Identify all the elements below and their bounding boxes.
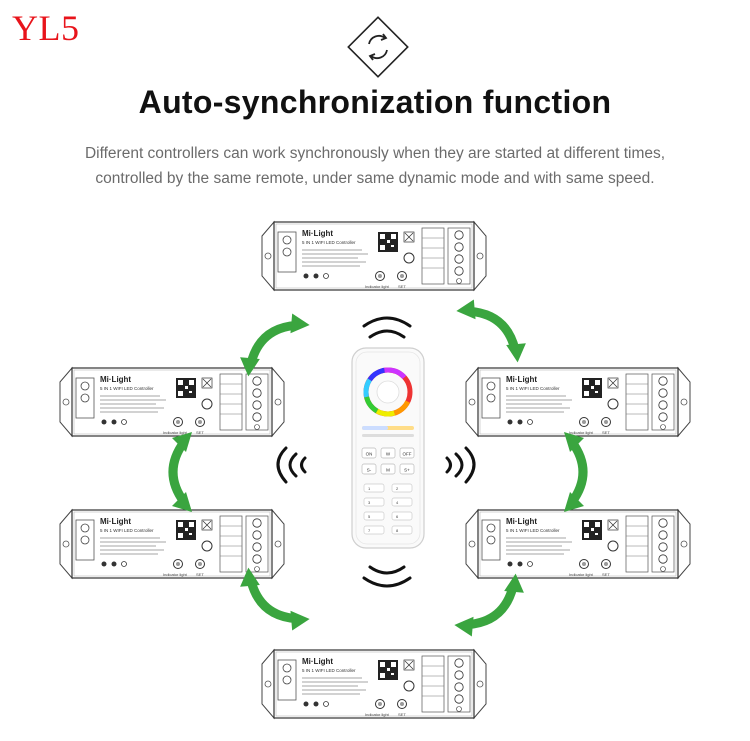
led-controller-top: Mi·Light 5 IN 1 WIFI LED Controller Indi… <box>261 221 487 291</box>
led-controller-mid-right-lower: Mi·Light 5 IN 1 WIFI LED Controller Indi… <box>465 509 691 579</box>
controller-set-label: SET <box>398 712 406 717</box>
wireless-signal-icon <box>445 446 476 484</box>
controller-indicator-label: Indicator light <box>365 284 390 289</box>
controller-set-label: SET <box>196 572 204 577</box>
double-arrow-icon <box>564 432 584 512</box>
page-subtitle: Different controllers can work synchrono… <box>30 141 720 191</box>
double-arrow-icon <box>456 296 530 363</box>
wireless-signal-icon <box>276 446 307 484</box>
double-arrow-icon <box>172 432 192 512</box>
controller-set-label: SET <box>602 572 610 577</box>
remote-on-button[interactable]: ON <box>366 452 373 457</box>
remote-zone-4-button[interactable]: 4 <box>396 500 399 505</box>
remote-zone-2-button[interactable]: 2 <box>396 486 399 491</box>
wireless-signal-icon <box>362 316 412 339</box>
remote-speed-up-button[interactable]: S+ <box>404 468 410 473</box>
sync-icon <box>347 16 409 78</box>
remote-zone-3-button[interactable]: 3 <box>368 500 371 505</box>
double-arrow-icon <box>236 310 310 377</box>
remote-zone-5-button[interactable]: 5 <box>368 514 371 519</box>
synchronization-diagram: Mi·Light 5 IN 1 WIFI LED Controller Indi… <box>59 221 691 719</box>
controller-indicator-label: Indicator light <box>569 430 594 435</box>
remote-zone-6-button[interactable]: 6 <box>396 514 399 519</box>
wireless-signal-icon <box>362 565 412 588</box>
controller-product: 5 IN 1 WIFI LED Controller <box>100 386 154 391</box>
double-arrow-icon <box>454 574 528 641</box>
controller-set-label: SET <box>398 284 406 289</box>
remote-control-icon: ON W OFF S- M S+ 1 2 3 4 5 6 7 8 <box>351 347 425 549</box>
controller-indicator-label: Indicator light <box>163 430 188 435</box>
subtitle-line-1: Different controllers can work synchrono… <box>84 145 666 162</box>
led-controller-mid-right-upper: Mi·Light 5 IN 1 WIFI LED Controller Indi… <box>465 367 691 437</box>
controller-brand: Mi·Light <box>302 229 333 238</box>
model-badge: YL5 <box>12 8 80 48</box>
page-title: Auto-synchronization function <box>138 84 612 120</box>
remote-zone-7-button[interactable]: 7 <box>368 528 371 533</box>
controller-product: 5 IN 1 WIFI LED Controller <box>302 240 356 245</box>
controller-set-label: SET <box>196 430 204 435</box>
led-controller-bottom: Mi·Light 5 IN 1 WIFI LED Controller Indi… <box>261 649 487 719</box>
controller-product: 5 IN 1 WIFI LED Controller <box>100 528 154 533</box>
controller-brand: Mi·Light <box>302 657 333 666</box>
led-controller-mid-left-lower: Mi·Light 5 IN 1 WIFI LED Controller Indi… <box>59 509 285 579</box>
controller-brand: Mi·Light <box>506 375 537 384</box>
controller-indicator-label: Indicator light <box>365 712 390 717</box>
remote-off-button[interactable]: OFF <box>403 452 412 457</box>
remote-speed-down-button[interactable]: S- <box>367 468 372 473</box>
led-controller-mid-left-upper: Mi·Light 5 IN 1 WIFI LED Controller Indi… <box>59 367 285 437</box>
subtitle-line-2: controlled by the same remote, under sam… <box>95 170 655 187</box>
controller-product: 5 IN 1 WIFI LED Controller <box>506 386 560 391</box>
controller-brand: Mi·Light <box>100 375 131 384</box>
remote-zone-1-button[interactable]: 1 <box>368 486 371 491</box>
remote-mode-button[interactable]: M <box>386 468 390 473</box>
controller-brand: Mi·Light <box>506 517 537 526</box>
controller-product: 5 IN 1 WIFI LED Controller <box>506 528 560 533</box>
controller-set-label: SET <box>602 430 610 435</box>
controller-indicator-label: Indicator light <box>163 572 188 577</box>
controller-product: 5 IN 1 WIFI LED Controller <box>302 668 356 673</box>
controller-brand: Mi·Light <box>100 517 131 526</box>
remote-w-button[interactable]: W <box>386 452 391 457</box>
remote-zone-8-button[interactable]: 8 <box>396 528 399 533</box>
controller-indicator-label: Indicator light <box>569 572 594 577</box>
